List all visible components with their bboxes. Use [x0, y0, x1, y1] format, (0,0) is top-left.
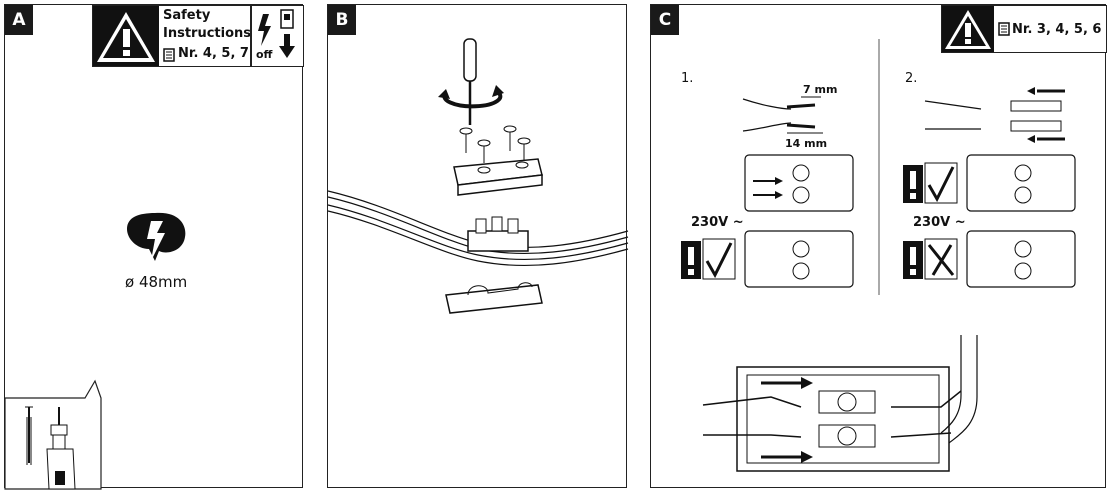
off-label: off — [256, 48, 273, 61]
diameter-label: ø 48mm — [125, 273, 188, 291]
screwdriver-icon — [438, 38, 504, 125]
voltage-label-1: 230V ~ — [691, 215, 744, 230]
panel-c-letter: C — [651, 5, 679, 35]
power-off-icon — [258, 9, 295, 58]
step-2-label: 2. — [905, 71, 918, 86]
strip-length-long: 14 mm — [785, 137, 828, 150]
safety-instructions-box: Safety Instructions Nr. 4, 5, 7 off — [92, 5, 304, 67]
safety-refs: Nr. 4, 5, 7 — [178, 46, 249, 61]
warning-triangle-icon — [93, 6, 159, 66]
safety-refs-box: Nr. 3, 4, 5, 6 — [941, 5, 1107, 53]
safety-title-line1: Safety — [163, 8, 211, 23]
safety-title-line2: Instructions — [163, 26, 252, 41]
panel-c: C Nr. 3, 4, 5, 6 1. 2. 7 mm 14 mm 230V ~… — [650, 4, 1107, 488]
manual-book-icon — [163, 48, 175, 62]
panel-b-letter: B — [328, 5, 356, 35]
arrow-icon — [753, 177, 813, 463]
safety-refs-c: Nr. 3, 4, 5, 6 — [1012, 22, 1102, 37]
cross-mark-icon — [903, 238, 958, 280]
step-1-label: 1. — [681, 71, 694, 86]
drill-icon — [4, 379, 102, 490]
panel-a: A Safety Instructions Nr. 4, 5, 7 off — [4, 4, 304, 490]
junction-assembly-drawing — [327, 38, 629, 314]
screws — [459, 125, 531, 163]
voltage-label-2: 230V ~ — [913, 215, 966, 230]
wiring-diagram — [681, 39, 1076, 472]
check-mark-icon — [681, 162, 958, 280]
panel-b: B — [327, 4, 629, 488]
strip-length-short: 7 mm — [803, 83, 838, 96]
lightning-icon — [127, 212, 186, 261]
warning-triangle-icon — [942, 6, 1010, 52]
panel-a-letter: A — [5, 5, 33, 35]
